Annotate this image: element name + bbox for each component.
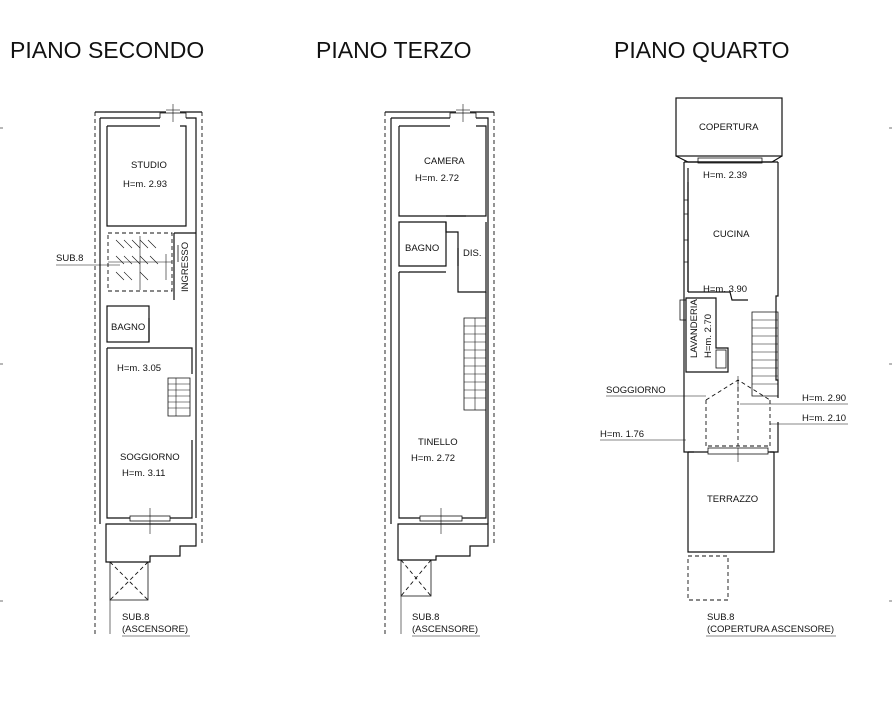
height-top: H=m. 2.39 (703, 170, 747, 181)
room-tinello: TINELLO (418, 437, 458, 448)
room-copertura: COPERTURA (699, 122, 759, 133)
room-bagno-terzo: BAGNO (405, 243, 439, 254)
height-camera: H=m. 2.72 (415, 173, 459, 184)
room-cucina: CUCINA (713, 229, 750, 240)
title-piano-terzo: PIANO TERZO (316, 37, 472, 63)
room-soggiorno-quarto: SOGGIORNO (606, 385, 666, 396)
room-dis: DIS. (463, 248, 481, 259)
height-176: H=m. 1.76 (600, 429, 644, 440)
height-soggiorno-2: H=m. 3.11 (122, 468, 165, 479)
room-ingresso: INGRESSO (180, 242, 191, 292)
label-ascensore-terzo: (ASCENSORE) (412, 624, 478, 635)
label-ascensore-secondo: (ASCENSORE) (122, 624, 188, 635)
label-copertura-ascensore: (COPERTURA ASCENSORE) (707, 624, 834, 635)
label-sub8-lift-secondo: SUB.8 (122, 612, 149, 623)
height-lavanderia: H=m. 2.70 (703, 314, 714, 358)
room-terrazzo: TERRAZZO (707, 494, 758, 505)
room-lavanderia: LAVANDERIA (689, 299, 700, 358)
room-bagno-secondo: BAGNO (111, 322, 145, 333)
height-soggiorno-1: H=m. 3.05 (117, 363, 161, 374)
height-290: H=m. 2.90 (802, 393, 846, 404)
label-sub8-stair: SUB.8 (56, 253, 83, 264)
sheet-edge-ticks (0, 127, 892, 602)
height-studio: H=m. 2.93 (123, 179, 167, 190)
label-sub8-lift-quarto: SUB.8 (707, 612, 734, 623)
room-studio: STUDIO (131, 160, 167, 171)
plan-piano-quarto (675, 97, 836, 637)
plan-piano-terzo (384, 104, 495, 637)
title-piano-secondo: PIANO SECONDO (10, 37, 204, 63)
room-soggiorno-secondo: SOGGIORNO (120, 452, 180, 463)
room-camera: CAMERA (424, 156, 465, 167)
label-sub8-lift-terzo: SUB.8 (412, 612, 439, 623)
plan-piano-secondo (94, 104, 203, 637)
height-210: H=m. 2.10 (802, 413, 846, 424)
title-piano-quarto: PIANO QUARTO (614, 37, 790, 63)
height-cucina: H=m. 3.90 (703, 284, 747, 295)
height-tinello: H=m. 2.72 (411, 453, 455, 464)
